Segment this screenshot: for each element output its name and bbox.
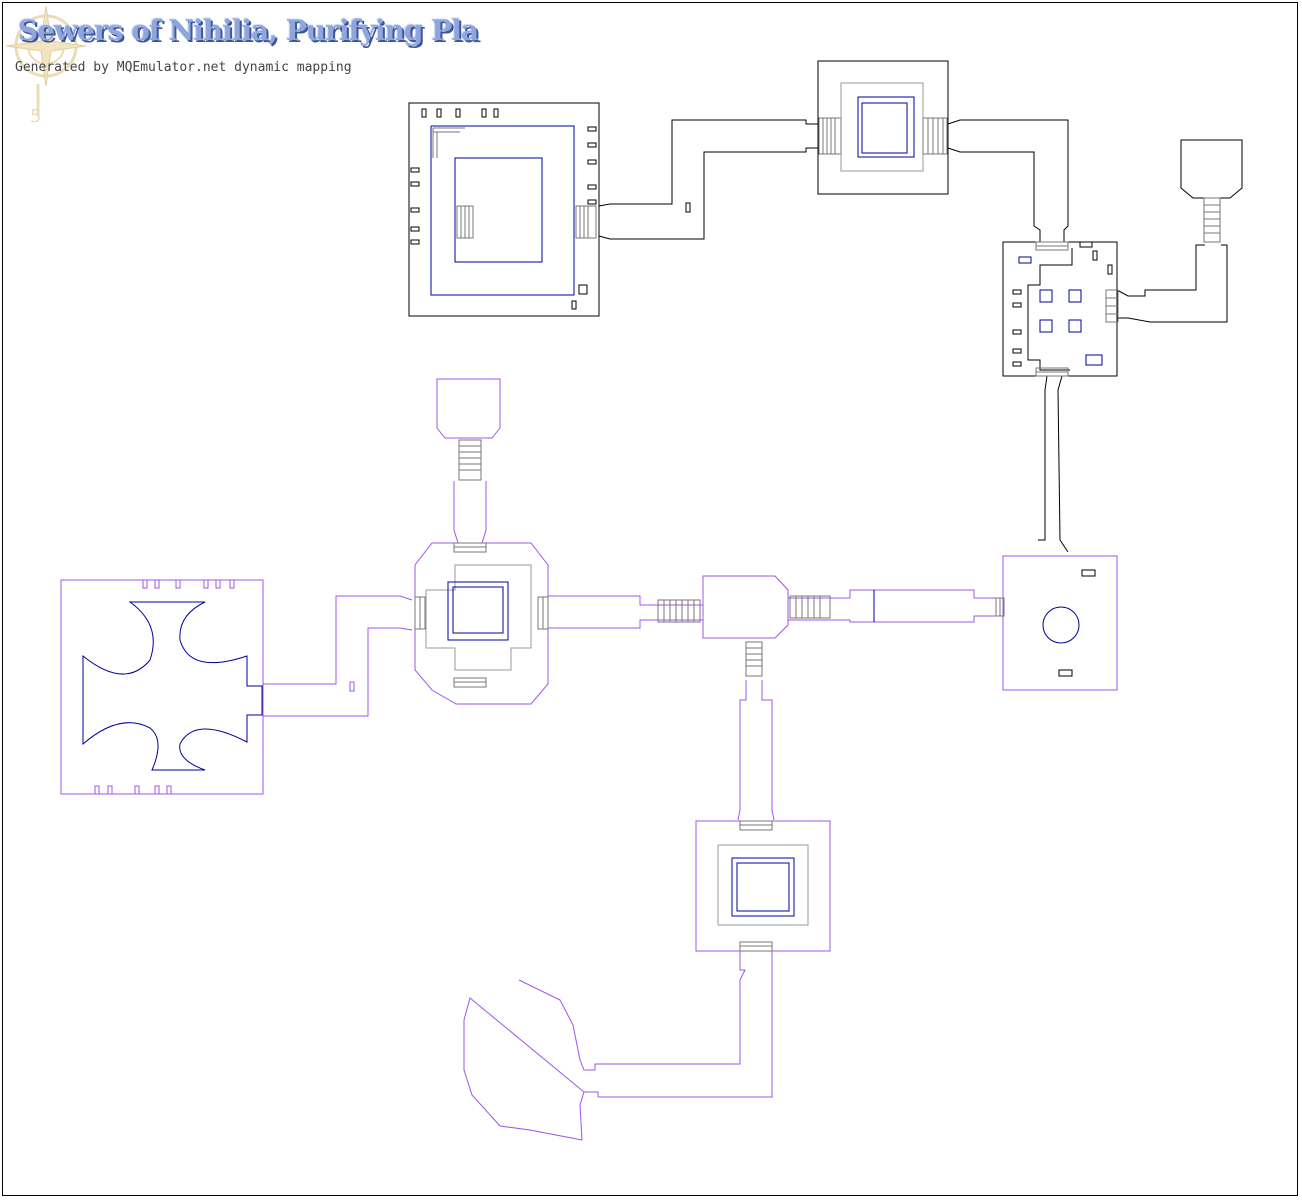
lower-level-walls [60, 378, 1118, 1141]
stair-east-room [1035, 197, 1221, 377]
stair-se-room [995, 597, 1005, 617]
stair-hub-south [745, 641, 763, 677]
stair-hub-east [789, 595, 831, 619]
stair-central-room [414, 542, 549, 688]
stair-hub-west [657, 599, 701, 623]
stair-south-room [739, 820, 773, 952]
map-title: Sewers of Nihilia, Purifying Pla [18, 14, 479, 47]
compass-rose-emblem-icon: 5 [5, 5, 87, 124]
stair-north-cell [458, 439, 482, 481]
stair-north-room [818, 117, 948, 155]
svg-text:5: 5 [30, 106, 41, 124]
stairs [414, 117, 1221, 952]
water-pools [82, 96, 1103, 917]
stair-nw-room [432, 127, 597, 239]
map-subtitle: Generated by MQEmulator.net dynamic mapp… [15, 60, 352, 75]
lower-platforms [425, 564, 809, 926]
upper-level-walls [408, 60, 1243, 553]
platforms [840, 82, 924, 172]
